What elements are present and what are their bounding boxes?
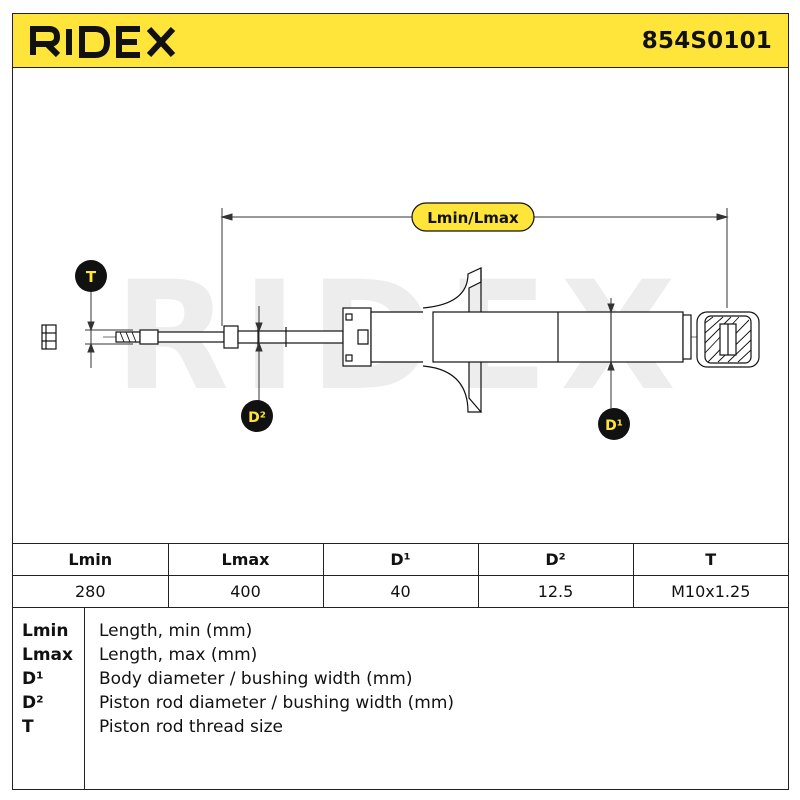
value-lmin: 280 — [13, 575, 169, 608]
legend-row-d2: D² Piston rod diameter / bushing width (… — [13, 691, 788, 715]
legend-key: T — [22, 717, 34, 737]
ridex-logo — [30, 26, 176, 58]
thread-badge: T — [75, 260, 107, 292]
legend-key: Lmin — [22, 621, 69, 641]
header-lmin: Lmin — [13, 543, 169, 576]
eye-bushing — [696, 311, 760, 368]
value-d1: 40 — [322, 575, 479, 608]
value-t: M10x1.25 — [632, 575, 788, 608]
legend-row-d1: D¹ Body diameter / bushing width (mm) — [13, 667, 788, 691]
legend-row-lmax: Lmax Length, max (mm) — [13, 643, 788, 667]
body-diameter-dimension — [607, 298, 615, 408]
header-lmax: Lmax — [167, 543, 324, 576]
legend-desc: Length, max (mm) — [99, 645, 258, 665]
legend-key: D¹ — [22, 669, 44, 689]
legend-desc: Piston rod diameter / bushing width (mm) — [99, 693, 455, 713]
thread-label: T — [86, 268, 97, 286]
legend-key: Lmax — [22, 645, 73, 665]
header-d2: D² — [477, 543, 634, 576]
shock-absorber-drawing: RIDEX Lmin/Lmax — [41, 202, 760, 440]
rod-diameter-badge: D² — [241, 400, 273, 432]
part-number: 854S0101 — [641, 28, 772, 54]
legend-divider — [84, 607, 85, 789]
rod-diameter-label: D² — [248, 410, 266, 426]
nut — [41, 324, 57, 350]
body-diameter-badge: D¹ — [598, 408, 630, 440]
body-diameter-label: D¹ — [605, 418, 623, 434]
legend-key: D² — [22, 693, 44, 713]
spec-header-row: Lmin Lmax D¹ D² T — [13, 543, 788, 576]
legend-row-lmin: Lmin Length, min (mm) — [13, 619, 788, 643]
legend-row-t: T Piston rod thread size — [13, 715, 788, 739]
length-badge: Lmin/Lmax — [411, 202, 535, 232]
legend-desc: Length, min (mm) — [99, 621, 253, 641]
body-tube — [432, 311, 692, 363]
legend-desc: Body diameter / bushing width (mm) — [99, 669, 413, 689]
length-label: Lmin/Lmax — [427, 209, 519, 227]
spec-table: Lmin Lmax D¹ D² T 280 400 40 12.5 M10x1.… — [13, 543, 788, 608]
value-lmax: 400 — [167, 575, 324, 608]
thread-dimension — [85, 284, 133, 368]
legend-desc: Piston rod thread size — [99, 717, 284, 737]
header-bar: 854S0101 — [13, 14, 788, 68]
rod-diameter-dimension — [255, 306, 263, 408]
spec-value-row: 280 400 40 12.5 M10x1.25 — [13, 575, 788, 608]
header-d1: D¹ — [322, 543, 479, 576]
product-sheet: 854S0101 RIDEX Lmin/Lmax — [12, 13, 789, 790]
piston-rod — [115, 325, 344, 349]
legend: Lmin Length, min (mm) Lmax Length, max (… — [13, 607, 788, 789]
value-d2: 12.5 — [477, 575, 634, 608]
header-t: T — [632, 543, 788, 576]
